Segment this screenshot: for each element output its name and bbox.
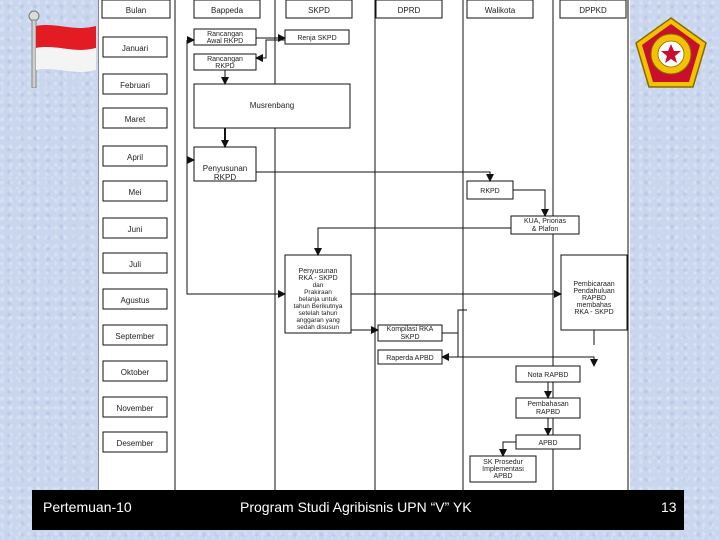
penyusunan-rka-line6: tahun Berikutnya — [294, 303, 343, 310]
header-skpd: SKPD — [308, 6, 330, 15]
penyusunan-rka-line5: belanja untuk — [299, 296, 338, 303]
kua-plafon-line2: & Plafon — [532, 226, 559, 233]
sk-prosedur-line2: Implementasi — [482, 466, 524, 473]
slide-number: 13 — [661, 499, 677, 515]
penyusunan-rka-line4: Prakiraan — [304, 289, 332, 296]
sk-prosedur-line1: SK Prosedur — [483, 459, 523, 466]
sk-prosedur-line3: APBD — [493, 473, 512, 480]
penyusunan-rka-line2: RKA - SKPD — [298, 275, 337, 282]
header-bappeda: Bappeda — [211, 6, 244, 15]
rancangan-awal-rkpd-line2: Awal RKPD — [207, 38, 243, 45]
pembahasan-rapbd-line1: Pembahasan — [527, 401, 568, 408]
musrenbang-box — [193, 83, 351, 129]
kua-plafon-line1: KUA, Priorias — [524, 218, 567, 225]
header-dprd: DPRD — [398, 6, 421, 15]
pembahasan-rapbd-line2: RAPBD — [536, 409, 560, 416]
penyusunan-rkpd-box — [193, 146, 257, 182]
penyusunan-rka-line8: anggaran yang — [296, 317, 340, 324]
raperda-apbd-label: Raperda APBD — [386, 355, 433, 362]
pembicaraan-line5: RKA - SKPD — [574, 309, 613, 316]
apbd-label: APBD — [538, 440, 557, 447]
rancangan-rkpd-line2: RKPD — [215, 63, 234, 70]
month-desember: Desember — [117, 439, 154, 448]
month-column: Januari Februari Maret April Mei Juni Ju… — [102, 36, 168, 453]
header-walikota-box — [466, 0, 534, 19]
header-bulan-box — [101, 0, 171, 19]
month-juni: Juni — [128, 225, 143, 234]
header-dppkd: DPPKD — [579, 6, 607, 15]
month-januari: Januari — [122, 44, 148, 53]
month-agustus: Agustus — [121, 296, 150, 305]
month-maret: Maret — [125, 115, 146, 124]
footer-program-label: Program Studi Agribisnis UPN “V” YK — [240, 499, 472, 515]
month-juli: Juli — [129, 260, 141, 269]
footer-bar: Pertemuan-10 Program Studi Agribisnis UP… — [32, 490, 684, 530]
penyusunan-rka-line3: dan — [313, 282, 324, 289]
header-dppkd-box — [559, 0, 627, 19]
lane-separators — [98, 0, 629, 490]
month-november: November — [117, 404, 154, 413]
flowchart-diagram: Bulan Bappeda SKPD DPRD Walikota DPPKD J… — [98, 0, 630, 490]
header-dprd-box — [375, 0, 443, 19]
footer-lecture-label: Pertemuan-10 — [43, 499, 132, 515]
header-skpd-box — [285, 0, 353, 19]
header-walikota: Walikota — [485, 6, 516, 15]
month-september: September — [115, 332, 154, 341]
month-oktober: Oktober — [121, 368, 150, 377]
month-februari: Februari — [120, 81, 150, 90]
pembicaraan-box — [560, 254, 628, 331]
musrenbang-label: Musrenbang — [250, 101, 294, 110]
rancangan-awal-rkpd-line1: Rancangan — [207, 31, 243, 38]
sk-prosedur-box — [469, 455, 537, 483]
rkpd-label: RKPD — [480, 188, 499, 195]
month-mei: Mei — [129, 188, 142, 197]
penyusunan-rka-line1: Penyusunan — [299, 268, 338, 275]
penyusunan-rkpd-line2: RKPD — [214, 173, 236, 182]
kompilasi-rka-line2: SKPD — [400, 334, 419, 341]
upn-logo-icon — [635, 17, 707, 88]
process-boxes: Rancangan Awal RKPD Renja SKPD Rancangan… — [193, 28, 628, 483]
lane-headers: Bulan Bappeda SKPD DPRD Walikota DPPKD — [101, 0, 627, 19]
renja-skpd-label: Renja SKPD — [297, 35, 336, 42]
flow-connectors — [186, 34, 598, 457]
header-bappeda-box — [193, 0, 261, 19]
penyusunan-rkpd-line1: Penyusunan — [203, 164, 247, 173]
pembicaraan-line4: membahas — [577, 302, 612, 309]
nota-rapbd-label: Nota RAPBD — [528, 372, 569, 379]
pembicaraan-line3: RAPBD — [582, 295, 606, 302]
penyusunan-rka-line7: setelah tahun — [298, 310, 337, 317]
pembicaraan-line1: Pembicaraan — [573, 281, 614, 288]
pembicaraan-line2: Pendahuluan — [573, 288, 614, 295]
header-bulan: Bulan — [126, 6, 146, 15]
penyusunan-rka-line9: sedah disusun — [297, 324, 339, 331]
month-april: April — [127, 153, 143, 162]
indonesia-flag-icon — [28, 10, 96, 88]
rancangan-rkpd-line1: Rancangan — [207, 56, 243, 63]
kompilasi-rka-line1: Kompilasi RKA — [387, 326, 434, 333]
